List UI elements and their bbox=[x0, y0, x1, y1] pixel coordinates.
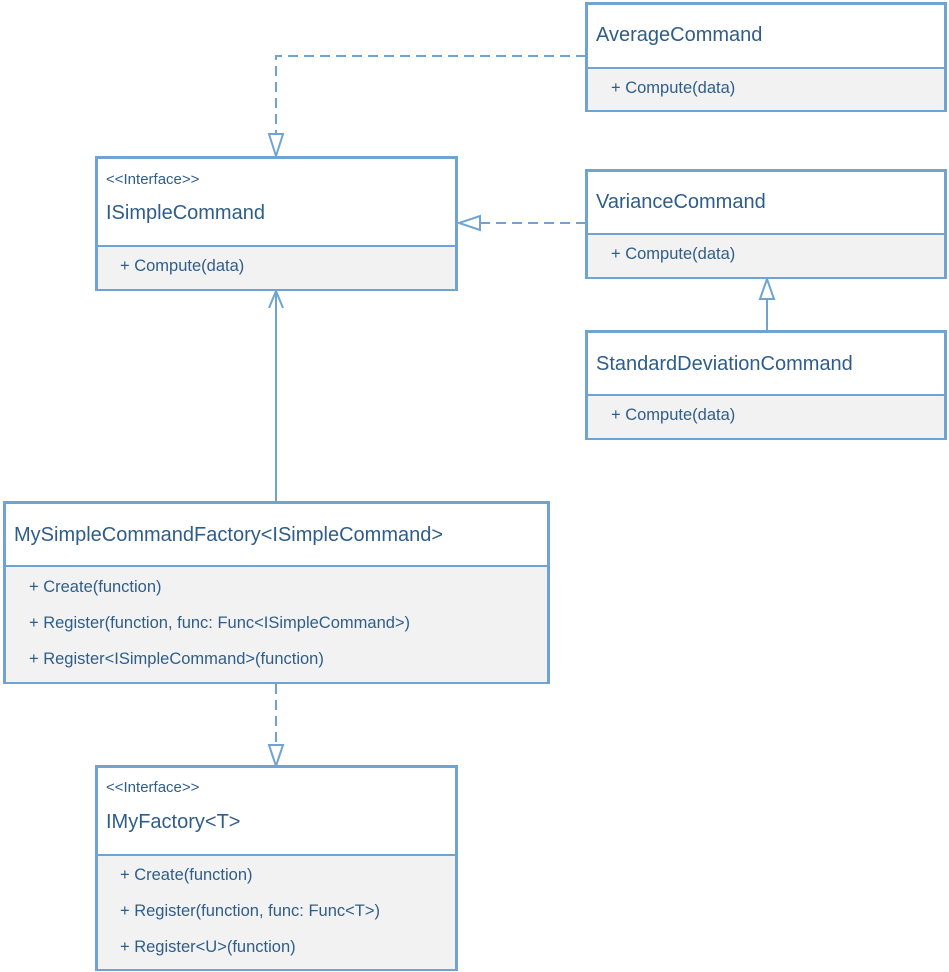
class-name: ISimpleCommand bbox=[106, 202, 265, 224]
method-register-generic: + Register<ISimpleCommand>(function) bbox=[29, 650, 324, 668]
average-realization-arrowhead bbox=[267, 133, 285, 160]
class-my-simple-command-factory: MySimpleCommandFactory<ISimpleCommand> +… bbox=[3, 501, 550, 684]
interface-stereotype: <<Interface>> bbox=[106, 171, 200, 188]
average-realization-line bbox=[275, 55, 586, 134]
method-create: + Create(function) bbox=[29, 578, 162, 596]
class-imyfactory: <<Interface>> IMyFactory<T> + Create(fun… bbox=[95, 765, 458, 971]
method-register-func: + Register(function, func: Func<T>) bbox=[120, 902, 380, 920]
factory-realization-arrowhead bbox=[267, 744, 285, 770]
method-register-func: + Register(function, func: Func<ISimpleC… bbox=[29, 614, 411, 632]
method-compute: + Compute(data) bbox=[611, 245, 736, 263]
class-name: StandardDeviationCommand bbox=[596, 353, 853, 375]
class-name: VarianceCommand bbox=[596, 191, 766, 213]
method-create: + Create(function) bbox=[120, 866, 253, 884]
method-register-generic: + Register<U>(function) bbox=[120, 938, 296, 956]
class-name: AverageCommand bbox=[596, 24, 763, 46]
class-average-command: AverageCommand + Compute(data) bbox=[585, 2, 947, 112]
factory-association-arrowhead bbox=[268, 288, 284, 309]
class-standard-deviation-command: StandardDeviationCommand + Compute(data) bbox=[585, 330, 947, 440]
method-compute: + Compute(data) bbox=[611, 406, 736, 424]
class-variance-command: VarianceCommand + Compute(data) bbox=[585, 169, 947, 279]
variance-realization-arrowhead bbox=[455, 214, 481, 232]
class-name: MySimpleCommandFactory<ISimpleCommand> bbox=[14, 524, 444, 546]
method-compute: + Compute(data) bbox=[611, 79, 736, 97]
class-name: IMyFactory<T> bbox=[106, 811, 241, 833]
interface-stereotype: <<Interface>> bbox=[106, 779, 200, 796]
method-compute: + Compute(data) bbox=[120, 257, 245, 275]
stddev-generalization-arrowhead bbox=[758, 275, 776, 300]
class-isimple-command: <<Interface>> ISimpleCommand + Compute(d… bbox=[95, 156, 458, 291]
